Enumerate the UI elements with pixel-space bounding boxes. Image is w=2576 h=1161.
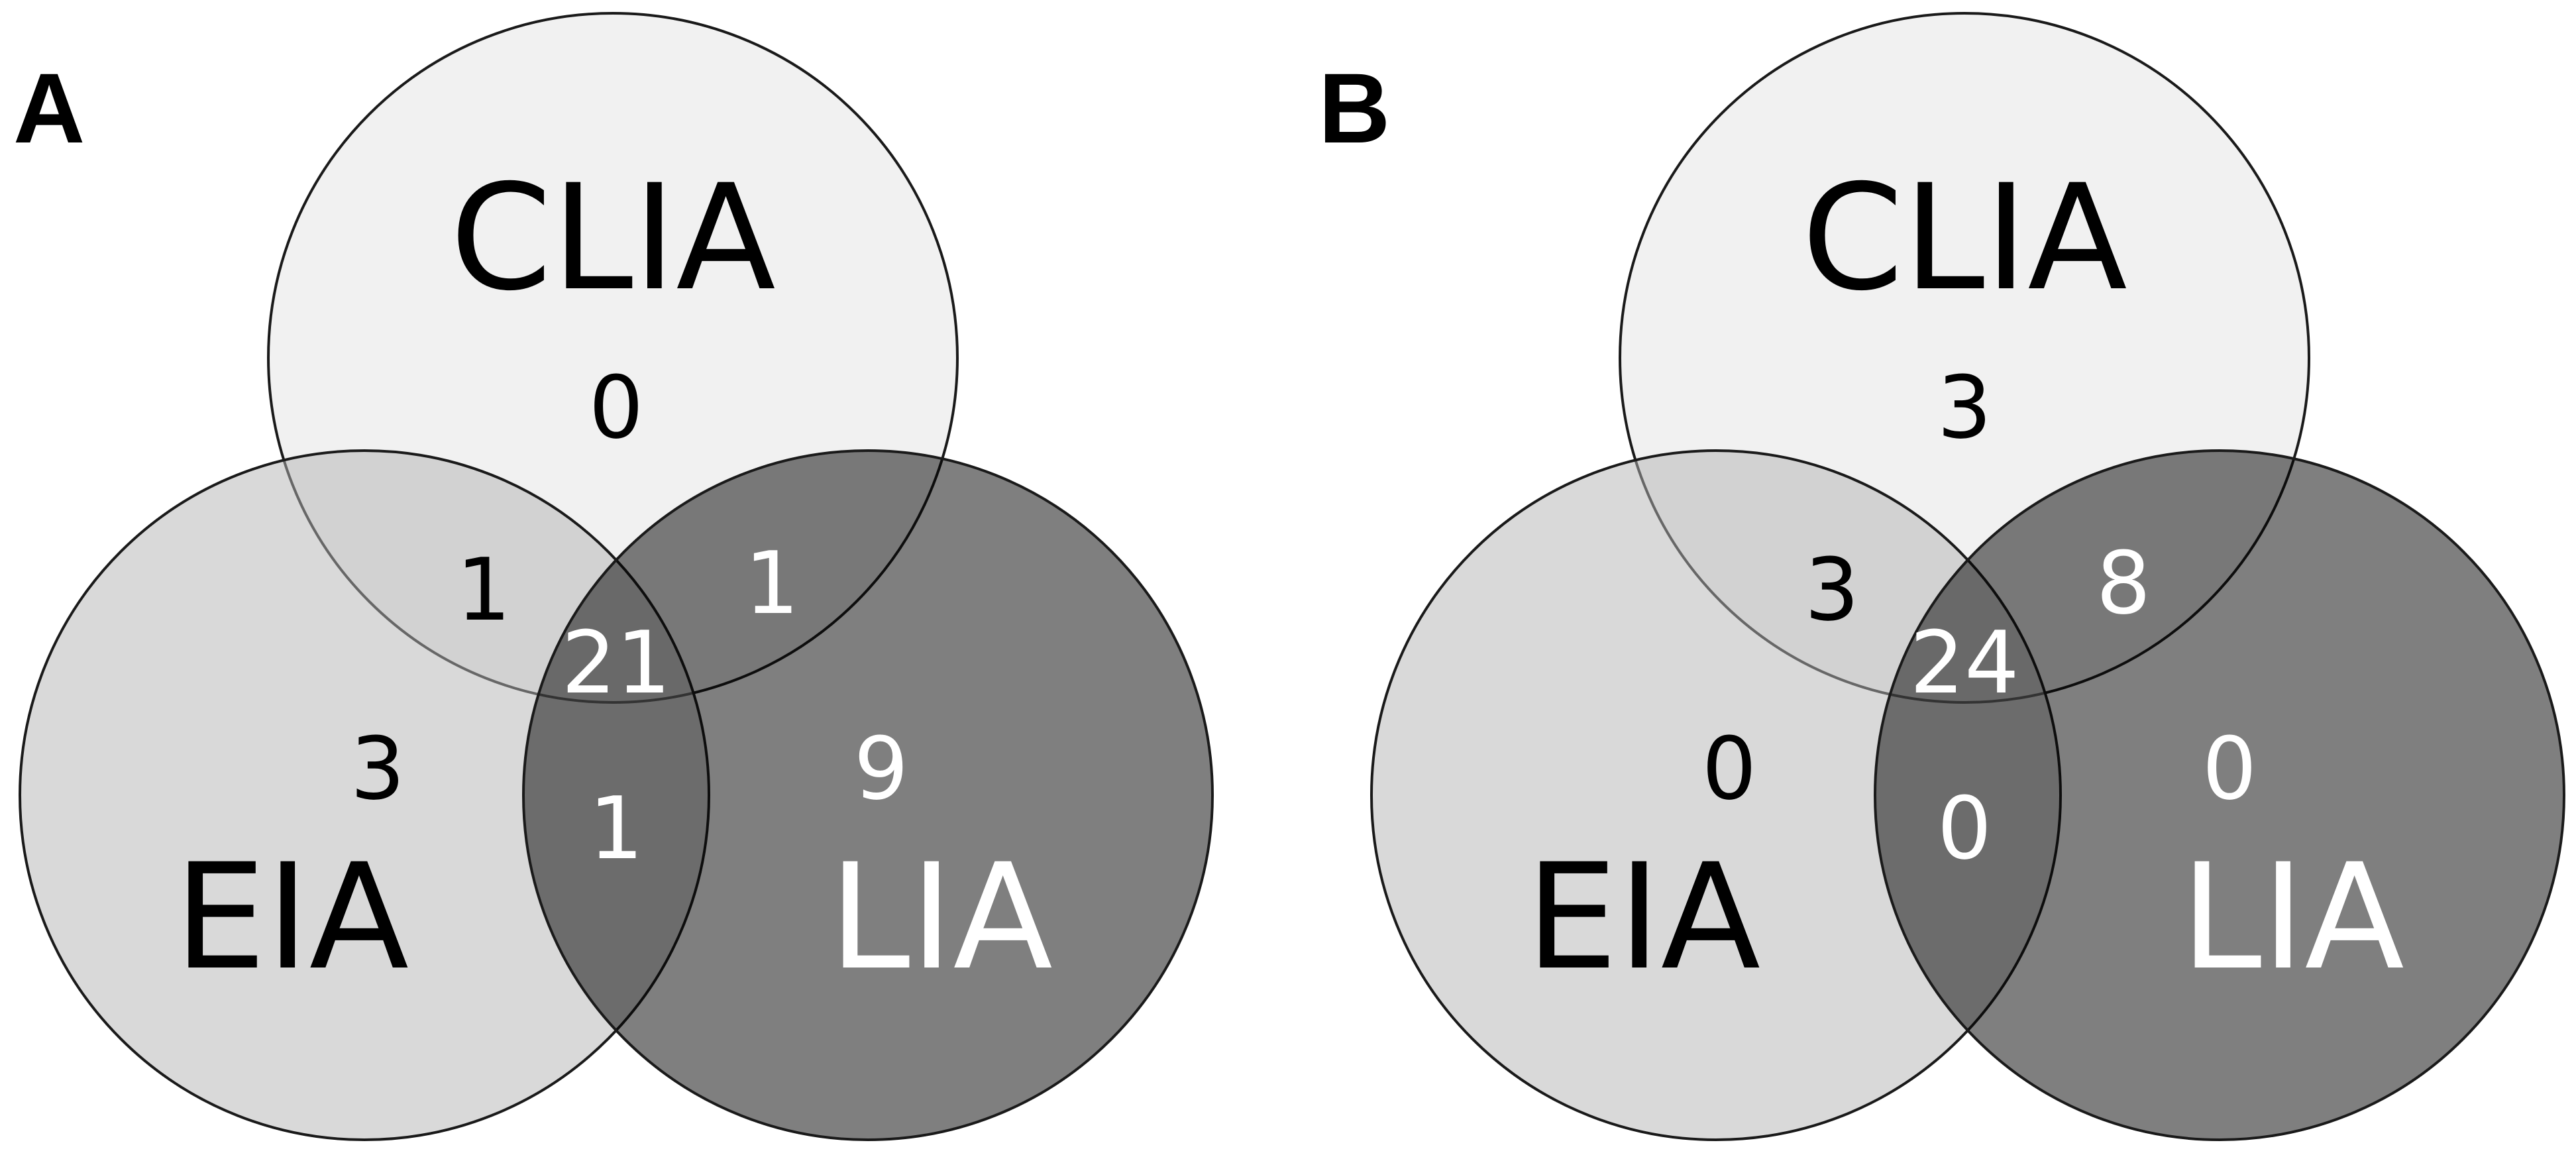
panel-a-count-lia-only: 9 (854, 718, 909, 819)
panel-a-count-clia-eia: 1 (456, 539, 511, 640)
panel-a-count-eia-only: 3 (350, 718, 405, 819)
panel-b-count-clia-eia: 3 (1805, 539, 1860, 640)
panel-a-count-clia-lia: 1 (745, 533, 800, 634)
panel-a-lia-circle (522, 449, 1214, 1141)
panel-a-lia-label: LIA (829, 832, 1053, 1002)
panel-a-count-clia-only: 0 (589, 357, 644, 458)
panel-b-count-clia-only: 3 (1937, 357, 1992, 458)
panel-b-clia-label: CLIA (1801, 153, 2127, 323)
panel-a-count-eia-lia: 1 (589, 778, 644, 879)
panel-b-lia-circle (1874, 449, 2565, 1141)
panel-b: B CLIA EIA LIA 3 3 8 24 0 0 0 (1318, 12, 2565, 1141)
panel-b-count-lia-only: 0 (2202, 718, 2257, 819)
panel-b-eia-label: EIA (1526, 832, 1760, 1002)
panel-b-count-eia-lia: 0 (1937, 778, 1992, 879)
panel-a-letter: A (13, 52, 85, 164)
panel-a-clia-label: CLIA (450, 153, 776, 323)
panel-b-lia-label: LIA (2180, 832, 2404, 1002)
panel-a: A CLIA EIA LIA 0 1 1 21 3 9 1 (13, 12, 1214, 1141)
panel-b-count-all-three: 24 (1909, 612, 2019, 713)
panel-b-count-clia-lia: 8 (2096, 533, 2151, 634)
panel-b-count-eia-only: 0 (1702, 718, 1757, 819)
panel-b-letter: B (1318, 52, 1390, 164)
panel-a-eia-label: EIA (174, 832, 409, 1002)
panel-a-count-all-three: 21 (561, 612, 671, 713)
